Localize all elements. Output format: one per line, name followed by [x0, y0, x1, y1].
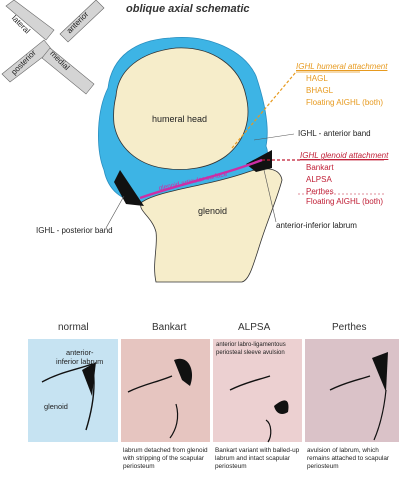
panel-title-normal: normal [58, 322, 89, 333]
ighl-posterior-band-label: IGHL - posterior band [36, 226, 113, 235]
caption-alpsa: Bankart variant with balled-up labrum an… [215, 447, 300, 470]
humeral-attachment-item: HAGL [306, 74, 328, 83]
glenoid-attachment-extra: Floating AIGHL (both) [306, 197, 384, 206]
humeral-attachment-header: IGHL humeral attachment [296, 62, 388, 71]
humeral-head-bone [113, 47, 249, 170]
humeral-attachment-item: Floating AIGHL (both) [306, 98, 384, 107]
panel-alpsa-drawing [229, 375, 289, 443]
panel-title-perthes: Perthes [332, 322, 367, 333]
orientation-compass [1, 0, 105, 95]
normal-inner-label: anterior- [66, 348, 94, 357]
humeral-head-label: humeral head [152, 114, 208, 124]
panel-bankart-drawing [127, 358, 193, 439]
normal-inner-label: glenoid [44, 402, 68, 411]
panel-title-alpsa: ALPSA [238, 322, 271, 333]
anterior-inferior-labrum-label: anterior-inferior labrum [276, 221, 357, 230]
glenoid-label: glenoid [198, 206, 228, 216]
normal-inner-label: inferior labrum [56, 357, 104, 366]
humeral-attachment-item: BHAGL [306, 86, 334, 95]
caption-perthes: avulsion of labrum, which remains attach… [307, 447, 390, 470]
panel-normal-drawing [41, 362, 96, 431]
glenoid-attachment-item: Bankart [306, 163, 334, 172]
glenoid-surface-line [139, 158, 263, 200]
ighl-anterior-band-label: IGHL - anterior band [298, 129, 371, 138]
glenoid-attachment-item: Perthes [306, 187, 334, 196]
alpsa-inner-caption: anterior labro-ligamentous periosteal sl… [216, 342, 286, 356]
page-title: oblique axial schematic [126, 3, 250, 15]
glenoid-bone [140, 168, 283, 283]
posterior-labrum-wedge [114, 170, 144, 206]
panel-title-bankart: Bankart [152, 322, 187, 333]
glenoid-attachment-header: IGHL glenoid attachment [300, 151, 389, 160]
glenoid-attachment-item: ALPSA [306, 175, 332, 184]
caption-bankart: labrum detached from glenoid with stripp… [123, 447, 208, 470]
panel-perthes-drawing [329, 352, 388, 441]
